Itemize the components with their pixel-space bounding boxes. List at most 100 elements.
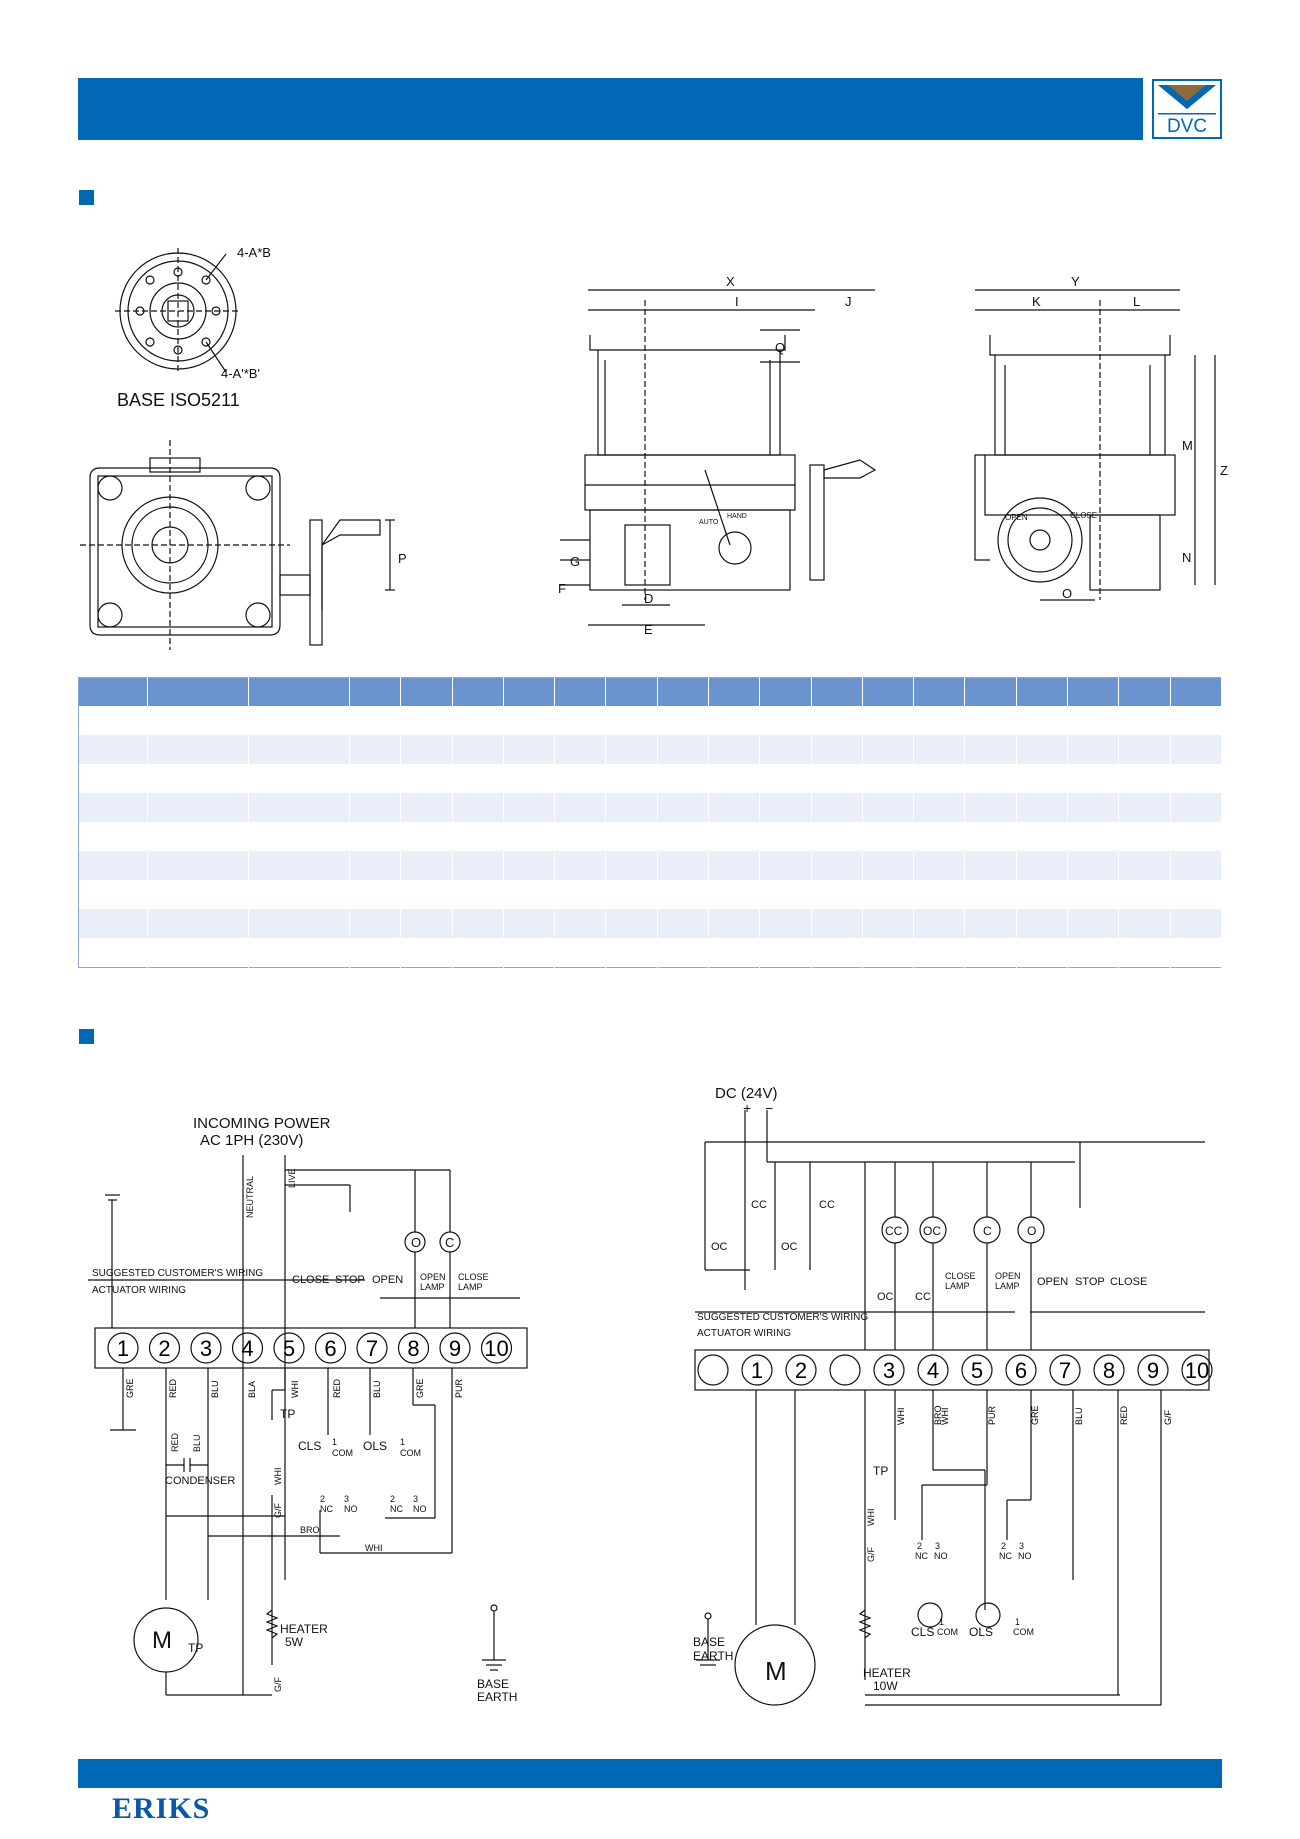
ac-ols-1: 1: [400, 1437, 405, 1447]
ac-terminal-label: 6: [324, 1336, 336, 1361]
table-cell: [78, 677, 148, 706]
table-row: [78, 764, 1222, 793]
dc-terminal-label: 1: [751, 1358, 763, 1383]
dc-wire-color: RED: [1119, 1405, 1129, 1425]
dc-wire-color: BRO: [933, 1405, 943, 1425]
table-cell: [1067, 764, 1120, 793]
table-cell: [78, 880, 148, 909]
table-cell: [147, 851, 249, 880]
table-cell: [657, 880, 709, 909]
table-cell: [605, 735, 658, 764]
table-cell: [452, 851, 504, 880]
table-cell: [913, 764, 966, 793]
table-cell: [1067, 822, 1120, 851]
table-cell: [708, 822, 761, 851]
dim-I: I: [735, 294, 739, 309]
table-cell: [1067, 677, 1120, 706]
table-cell: [248, 735, 350, 764]
table-cell: [78, 938, 148, 968]
table-cell: [349, 764, 402, 793]
dc-terminal-label: 8: [1103, 1358, 1115, 1383]
table-cell: [811, 793, 863, 822]
dc-terminal-circle: [1093, 1354, 1125, 1386]
dc-terminal-circle: [741, 1354, 773, 1386]
dc-stop-label: STOP: [1075, 1276, 1105, 1288]
table-row: [78, 822, 1222, 851]
table-cell: [657, 764, 709, 793]
ac-open-lamp-1: OPEN: [420, 1272, 446, 1282]
dc-oc-label-2: OC: [781, 1241, 798, 1253]
ac-cls-2: 2: [320, 1494, 325, 1504]
table-cell: [78, 706, 148, 735]
table-cell: [503, 677, 556, 706]
dim-O: O: [1062, 586, 1072, 601]
table-cell: [1118, 909, 1171, 938]
ac-wire-color: BLA: [247, 1381, 257, 1398]
table-cell: [349, 735, 402, 764]
section-marker-wiring: [79, 1029, 94, 1044]
table-cell: [349, 677, 402, 706]
dc-cc-contact: CC: [915, 1291, 931, 1303]
dc-terminal-label: 2: [795, 1358, 807, 1383]
table-cell: [862, 677, 915, 706]
table-cell: [452, 909, 504, 938]
ac-ols-no: NO: [413, 1504, 427, 1514]
ac-terminal-label: 9: [449, 1336, 461, 1361]
table-cell: [1016, 793, 1068, 822]
table-cell: [503, 822, 556, 851]
table-cell: [554, 851, 607, 880]
table-cell: [759, 793, 812, 822]
table-cell: [759, 764, 812, 793]
table-cell: [657, 793, 709, 822]
table-cell: [400, 706, 453, 735]
dim-L: L: [1133, 294, 1140, 309]
table-cell: [147, 822, 249, 851]
dc-whi-label: WHI: [866, 1509, 876, 1527]
ac-bro-label: BRO: [300, 1525, 320, 1535]
ac-cond-blu: BLU: [192, 1434, 202, 1452]
table-cell: [78, 822, 148, 851]
table-cell: [503, 909, 556, 938]
ac-cls-no: NO: [344, 1504, 358, 1514]
bolt-label-a: 4-A*B: [237, 245, 271, 260]
table-cell: [1170, 677, 1222, 706]
table-cell: [1016, 764, 1068, 793]
table-cell: [78, 764, 148, 793]
table-cell: [1118, 793, 1171, 822]
dc-lamp-cc: CC: [885, 1224, 903, 1238]
table-cell: [708, 938, 761, 968]
dimension-table: [78, 677, 1222, 968]
ac-whi-label: WHI: [273, 1468, 283, 1486]
table-cell: [554, 880, 607, 909]
ac-ols-com: COM: [400, 1448, 421, 1458]
ac-terminal-label: 5: [283, 1336, 295, 1361]
table-cell: [964, 793, 1017, 822]
table-cell: [503, 764, 556, 793]
dc-terminal-label: 7: [1059, 1358, 1071, 1383]
table-row: [78, 909, 1222, 938]
table-cell: [554, 764, 607, 793]
table-row: [78, 706, 1222, 735]
table-cell: [862, 822, 915, 851]
ac-terminal-circle: [107, 1332, 139, 1364]
eriks-logo: ERIKS: [112, 1792, 211, 1825]
ac-wire-color: RED: [168, 1378, 178, 1398]
dc-ols-1: 1: [1015, 1617, 1020, 1627]
table-cell: [657, 735, 709, 764]
table-cell: [1067, 793, 1120, 822]
table-cell: [605, 706, 658, 735]
table-cell: [1016, 706, 1068, 735]
table-cell: [147, 793, 249, 822]
table-cell: [248, 764, 350, 793]
ac-ols-nc: NC: [390, 1504, 403, 1514]
table-cell: [811, 909, 863, 938]
ac-wire-color: GRE: [415, 1378, 425, 1398]
table-cell: [147, 735, 249, 764]
ac-terminal-label: 7: [366, 1336, 378, 1361]
table-cell: [452, 880, 504, 909]
table-cell: [503, 735, 556, 764]
table-cell: [1170, 909, 1222, 938]
dc-heater-1: HEATER: [863, 1666, 911, 1680]
